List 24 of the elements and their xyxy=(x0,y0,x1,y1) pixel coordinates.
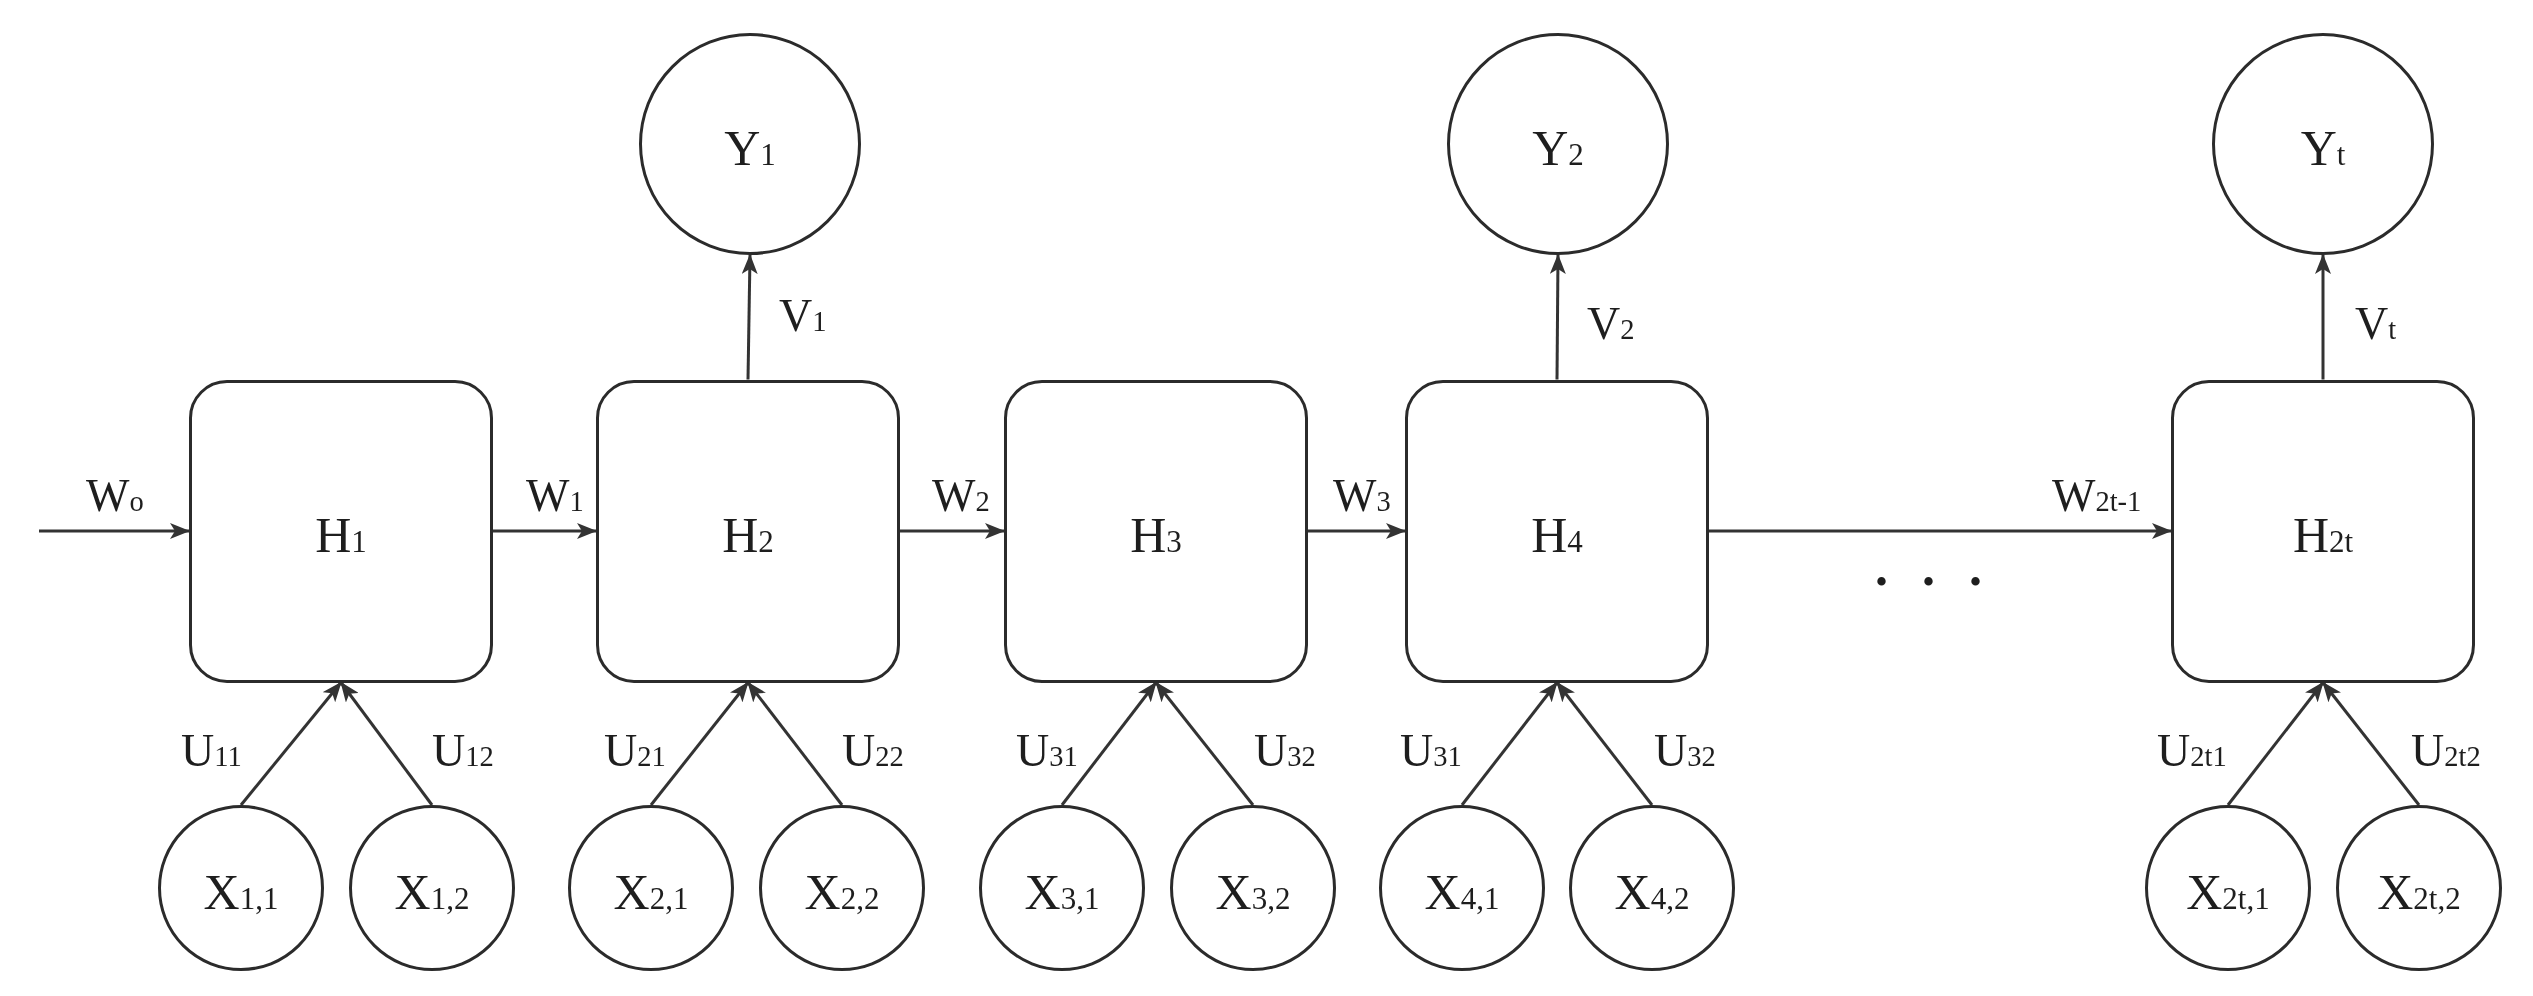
rounded-box xyxy=(596,379,900,683)
rounded-box xyxy=(1004,379,1308,683)
arrow xyxy=(2321,681,2421,806)
arrow xyxy=(741,254,758,380)
rounded-box xyxy=(1405,379,1709,683)
arrow xyxy=(1154,681,1255,806)
arrow xyxy=(2315,254,2331,380)
arrow xyxy=(1308,523,1406,539)
arrow xyxy=(1060,681,1158,806)
arrow xyxy=(2226,681,2325,806)
arrow xyxy=(493,523,597,539)
arrow xyxy=(339,681,434,806)
ellipsis: . . . xyxy=(1875,542,1982,594)
arrow xyxy=(39,523,190,539)
rounded-box xyxy=(2171,379,2475,683)
arrow xyxy=(1555,681,1654,806)
arrow xyxy=(900,523,1005,539)
arrow xyxy=(1549,254,1566,380)
arrow xyxy=(649,681,750,806)
arrow xyxy=(239,681,343,806)
arrow xyxy=(1709,523,2172,539)
arrow xyxy=(746,681,844,806)
rounded-box xyxy=(189,379,493,683)
arrow xyxy=(1460,681,1559,806)
